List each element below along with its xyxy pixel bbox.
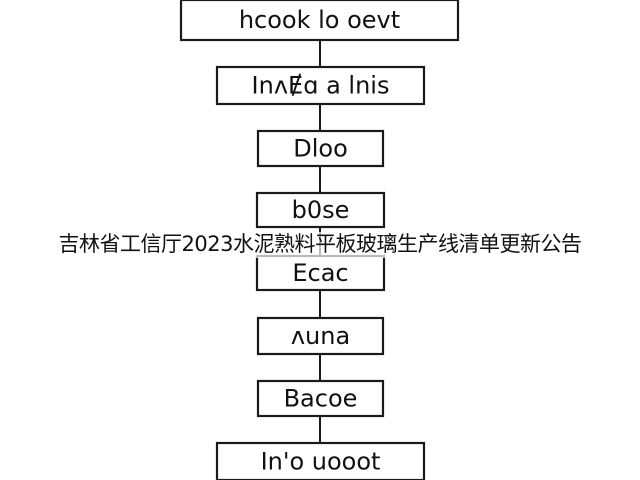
- caption-backdrop: [250, 232, 390, 258]
- flow-node-label: Dloo: [293, 135, 348, 163]
- flow-node-label: InʌɆɑ a lnis: [252, 72, 390, 100]
- flow-node-box: [179, 0, 460, 42]
- flow-node-2: InʌɆɑ a lnis: [215, 65, 426, 106]
- flow-node-3: Dloo: [256, 129, 385, 168]
- flow-node-box: [255, 254, 386, 292]
- flow-node-label: In'o uooot: [261, 448, 381, 476]
- flow-node-5: Ecac: [255, 254, 386, 292]
- overlay-caption: 吉林省工信厅2023水泥熟料平板玻璃生产线清单更新公告: [58, 232, 582, 256]
- flow-node-label: hcook lo oevt: [239, 6, 400, 34]
- flow-node-label: Ecac: [292, 259, 348, 287]
- flow-node-1: hcook lo oevt: [179, 0, 460, 42]
- flow-node-box: [215, 65, 426, 106]
- flow-node-4: b0se: [255, 191, 386, 229]
- flow-node-label: b0se: [292, 196, 350, 224]
- flow-node-label: Bacoe: [284, 385, 358, 413]
- flow-node-8: In'o uooot: [215, 441, 426, 480]
- flow-node-7: Bacoe: [256, 379, 385, 418]
- flow-node-label: ʌuna: [291, 322, 350, 350]
- flow-node-box: [256, 316, 385, 356]
- flow-node-box: [255, 191, 386, 229]
- flow-node-box: [256, 129, 385, 168]
- flow-node-6: ʌuna: [256, 316, 385, 356]
- flow-node-box: [256, 379, 385, 418]
- flow-node-box: [215, 441, 426, 480]
